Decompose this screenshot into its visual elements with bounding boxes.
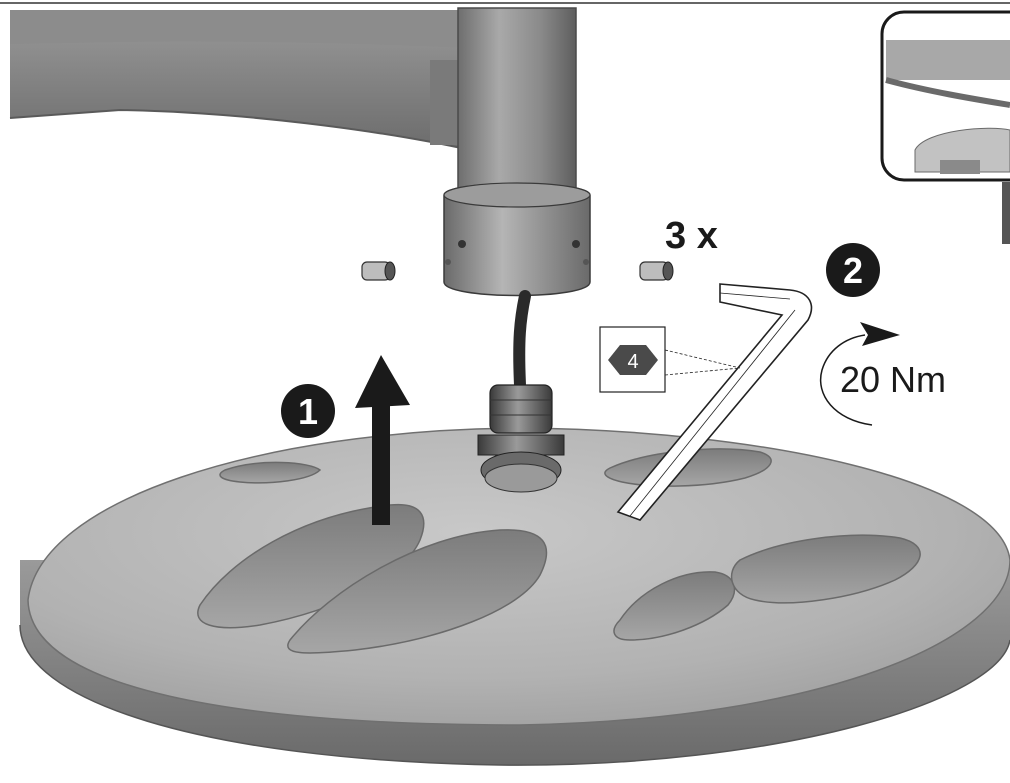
base-slot [613,571,736,641]
base-slot [730,534,921,604]
hex-key [616,283,813,521]
step-number-1: 1 [298,391,318,432]
detail-inset [880,10,1010,244]
torque-label: 20 Nm [840,359,946,400]
hex-badge [608,345,658,375]
step-badge-1 [281,384,335,438]
upper-arm [9,10,471,151]
lift-up-arrow [355,355,410,525]
set-screw-left [361,261,396,281]
base-slot [287,529,548,654]
step-number-2: 2 [843,250,863,291]
cable-gland [477,384,565,493]
pole [457,7,577,194]
step-badge-2 [826,243,880,297]
cable [513,290,531,391]
quantity-label: 3 x [665,215,718,257]
pole-collar [443,182,591,297]
hex-size-label: 4 [627,351,638,373]
base-slot [197,503,425,629]
torque-rotation-arrow [819,322,900,426]
hex-size-callout [599,326,741,393]
base-slot [219,461,322,484]
set-screw-right [639,261,674,281]
